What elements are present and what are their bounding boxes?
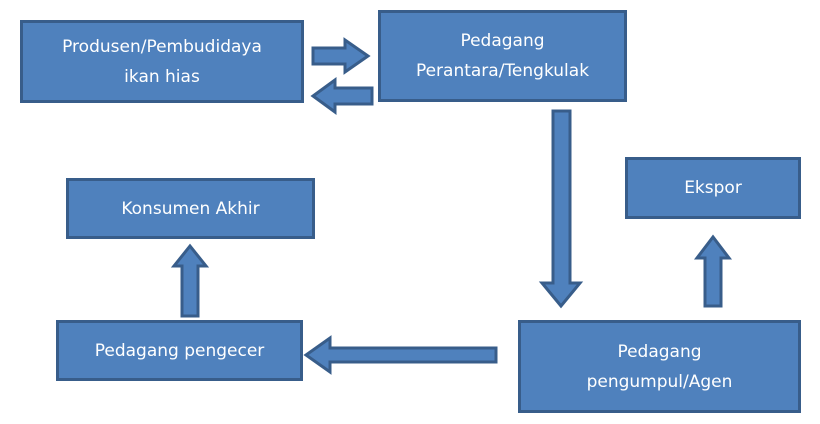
- node-label: Pedagang: [460, 31, 545, 51]
- node-label: Pedagang: [617, 341, 702, 362]
- arrow-up-pengecer-to-konsumen: [170, 243, 210, 318]
- node-label: Konsumen Akhir: [121, 198, 260, 219]
- arrow-left-perantara-to-produsen: [310, 77, 374, 115]
- arrow-right-produsen-to-perantara: [311, 37, 371, 75]
- node-label: Produsen/Pembudidaya: [62, 36, 262, 57]
- node-label: Perantara/Tengkulak: [415, 61, 590, 81]
- arrow-left-pengumpul-to-pengecer: [303, 335, 498, 375]
- arrow-up-pengumpul-to-ekspor: [693, 234, 733, 308]
- node-pedagang-pengumpul: Pedagang pengumpul/Agen: [518, 320, 801, 413]
- node-label: ikan hias: [124, 66, 200, 87]
- node-ekspor: Ekspor: [625, 157, 801, 219]
- node-label: Pedagang pengecer: [94, 340, 265, 361]
- node-pedagang-perantara: Pedagang Perantara/Tengkulak: [378, 10, 627, 102]
- node-konsumen-akhir: Konsumen Akhir: [66, 178, 315, 239]
- node-produsen: Produsen/Pembudidaya ikan hias: [20, 20, 304, 103]
- arrow-down-perantara-to-pengumpul: [538, 109, 584, 309]
- node-label: Ekspor: [684, 178, 742, 198]
- node-pedagang-pengecer: Pedagang pengecer: [56, 320, 303, 381]
- node-label: pengumpul/Agen: [586, 371, 733, 392]
